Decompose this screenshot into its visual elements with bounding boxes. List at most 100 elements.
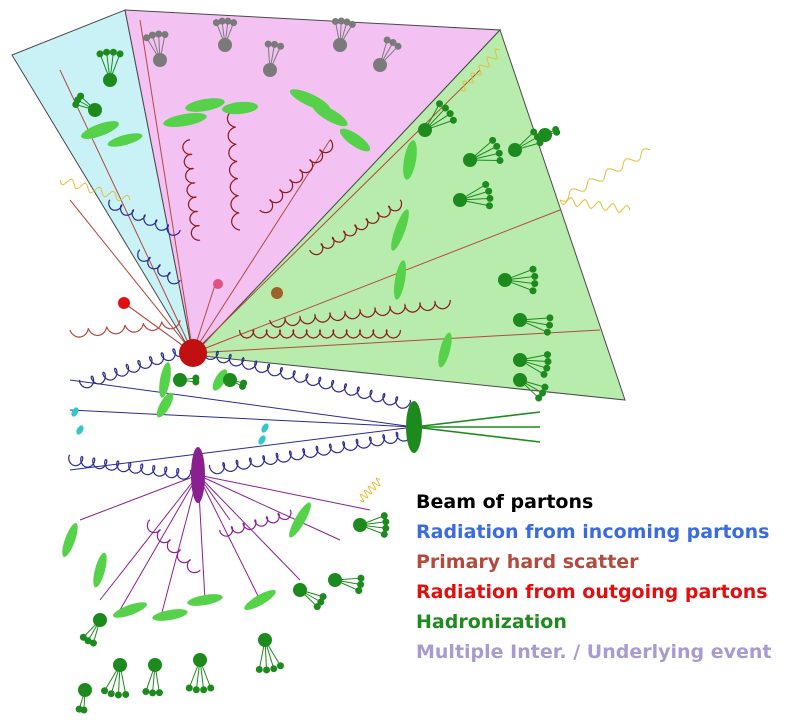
cone-regions [11, 9, 626, 401]
hadron-blob [553, 128, 561, 136]
red-sub-vertex [118, 297, 130, 309]
hadron-blob [383, 36, 391, 44]
hadron-cluster [159, 362, 171, 398]
hadron-blob [78, 683, 92, 697]
hadron-blob [543, 364, 551, 372]
hadron-blob [212, 19, 220, 27]
hadron-blob [148, 658, 162, 672]
hadron-blob [418, 123, 432, 137]
gluon-coil [137, 249, 181, 285]
hadron-blob [230, 19, 238, 27]
hadron-blob [496, 157, 504, 165]
hadron-blob [109, 48, 117, 56]
hadron-cluster [438, 332, 452, 368]
legend-hadronization: Hadronization [416, 611, 567, 633]
hadron-blob [544, 357, 552, 365]
legend-beam: Beam of partons [416, 491, 594, 513]
hadron-blob [122, 690, 130, 698]
parton-line [192, 139, 331, 354]
hadron-blob [143, 34, 151, 42]
mpi-line [197, 474, 261, 601]
photon-line [459, 48, 501, 92]
hadron-blob [513, 353, 527, 367]
hadron-blob [79, 633, 87, 641]
hadron-blob [529, 287, 537, 295]
beam-line [69, 409, 415, 428]
hadron-cluster [312, 103, 348, 127]
hadron-blob [185, 684, 193, 692]
hadron-blob [224, 17, 232, 25]
hadron-blob [535, 394, 543, 402]
photon-line [59, 178, 131, 202]
parton-line [69, 199, 194, 354]
beam-line [69, 426, 415, 471]
gluon-coil [146, 519, 201, 574]
vertices [118, 279, 422, 503]
hadron-cluster [62, 522, 78, 558]
hadron-blob [114, 691, 122, 699]
hadron-blob [328, 573, 342, 587]
hadron-blob [192, 686, 200, 694]
hadron-cluster [107, 133, 143, 147]
hadron-blob [485, 187, 493, 195]
parton-line [192, 209, 561, 354]
hadron-blob [495, 149, 503, 157]
hadron-blob [142, 687, 150, 695]
hadron-blob [103, 73, 117, 87]
hadron-blob [543, 328, 551, 336]
hadron-blob [263, 63, 277, 77]
hadron-cluster [222, 101, 258, 115]
hadron-blob [389, 38, 397, 46]
hadron-blob [531, 280, 539, 288]
hadron-blob [357, 574, 365, 582]
hadron-blob [382, 518, 390, 526]
hadron-blob [88, 103, 102, 117]
hadron-cluster [152, 609, 188, 621]
hadron-blob [319, 593, 327, 601]
hadron-blob [463, 153, 477, 167]
hadron-blob [355, 587, 363, 595]
hadron-blob [348, 20, 356, 28]
cyan-blob [261, 423, 269, 433]
mpi-line [197, 474, 371, 511]
gluon-coil [202, 347, 411, 409]
gluon-coil [208, 429, 412, 475]
cyan-blob [71, 407, 79, 417]
hadron-blob [77, 92, 85, 100]
hadron-blob [380, 512, 388, 520]
hadron-blob [331, 17, 339, 25]
hadron-blob [508, 143, 522, 157]
hadron-blob [543, 351, 551, 359]
hadron-blob [333, 38, 347, 52]
hadron-blob [277, 42, 285, 50]
beam-line [413, 411, 541, 428]
hadron-blobs [62, 17, 561, 714]
hadron-blob [436, 100, 444, 108]
photon-line [559, 148, 651, 202]
hadron-blob [218, 38, 232, 52]
particle-lines [59, 19, 601, 710]
beam-line [413, 426, 541, 443]
hadron-blob [380, 530, 388, 538]
brown-vertex [271, 287, 283, 299]
hadron-blob [538, 128, 552, 142]
hadron-blob [313, 603, 321, 611]
gluon-coils [59, 48, 651, 574]
hadron-blob [546, 314, 554, 322]
mpi-line [197, 474, 341, 541]
mpi-line [79, 474, 199, 521]
gluon-coil [68, 454, 192, 480]
hadron-blob [155, 689, 163, 697]
hadron-cluster [212, 369, 228, 391]
hadron-blob [540, 370, 548, 378]
hadron-blob [446, 110, 454, 118]
green-cone [191, 29, 626, 401]
hadron-blob [258, 633, 272, 647]
hadron-blob [541, 383, 549, 391]
hadron-cluster [187, 594, 223, 606]
gluon-coil [226, 109, 240, 231]
hadron-blob [337, 17, 345, 25]
hadron-blob [531, 272, 539, 280]
hadron-blob [539, 389, 547, 397]
